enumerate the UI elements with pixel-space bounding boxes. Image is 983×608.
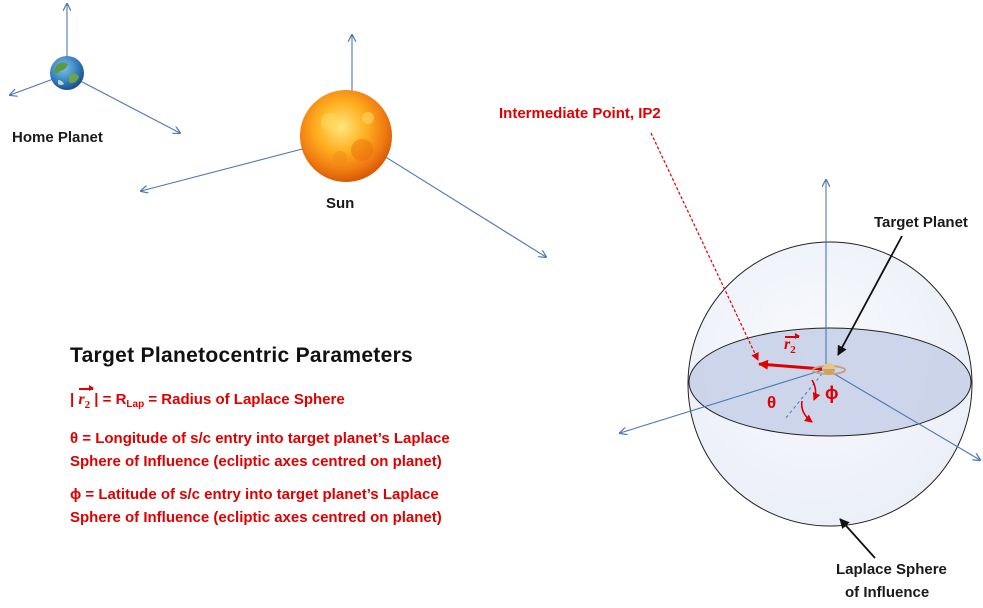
r2-symbol: r bbox=[784, 336, 791, 353]
phi-label: ϕ bbox=[825, 383, 839, 403]
home-planet-label: Home Planet bbox=[12, 129, 103, 146]
laplace-sphere-pointer bbox=[839, 518, 876, 559]
intermediate-point-label: Intermediate Point, IP2 bbox=[499, 105, 661, 122]
r2-def-rest: = Radius of Laplace Sphere bbox=[144, 391, 345, 408]
target-planet-label: Target Planet bbox=[874, 214, 968, 231]
laplace-sphere-label-line2: of Influence bbox=[845, 584, 930, 601]
intermediate-point-pointer bbox=[650, 132, 759, 361]
parameters-title: Target Planetocentric Parameters bbox=[70, 344, 414, 367]
laplace-sphere-label-line1: Laplace Sphere bbox=[836, 561, 947, 578]
sun-icon bbox=[300, 90, 392, 182]
theta-definition-line1: θ = Longitude of s/c entry into target p… bbox=[70, 430, 450, 448]
r-lap-subscript: Lap bbox=[126, 399, 145, 410]
target-planet-axes bbox=[620, 180, 980, 460]
r2-def-prefix: | bbox=[70, 391, 79, 408]
r2-definition: | r2 | = RLap = Radius of Laplace Sphere bbox=[70, 384, 540, 417]
phi-definition-line1: ϕ = Latitude of s/c entry into target pl… bbox=[70, 486, 439, 504]
r2-vector-arrow bbox=[758, 359, 823, 371]
sun-label: Sun bbox=[326, 195, 355, 212]
r2-def-symbol: r bbox=[78, 391, 85, 408]
parameters-list: | r2 | = RLap = Radius of Laplace Sphere… bbox=[70, 384, 540, 529]
earth-icon bbox=[50, 56, 84, 90]
r2-subscript: 2 bbox=[790, 344, 796, 357]
r2-vector-label: r2 bbox=[784, 332, 800, 357]
r2-def-subscript: 2 bbox=[84, 399, 91, 412]
home-planet-axes bbox=[10, 4, 180, 133]
laplace-sphere bbox=[687, 241, 973, 527]
phi-definition-line2: Sphere of Influence (ecliptic axes centr… bbox=[70, 509, 442, 527]
angle-annotations bbox=[784, 368, 827, 423]
target-planet-pointer bbox=[837, 235, 903, 356]
saturn-icon bbox=[812, 363, 846, 375]
theta-definition-line2: Sphere of Influence (ecliptic axes centr… bbox=[70, 453, 442, 471]
r2-def-suffix: | = R bbox=[90, 391, 127, 408]
theta-label: θ bbox=[767, 393, 777, 412]
